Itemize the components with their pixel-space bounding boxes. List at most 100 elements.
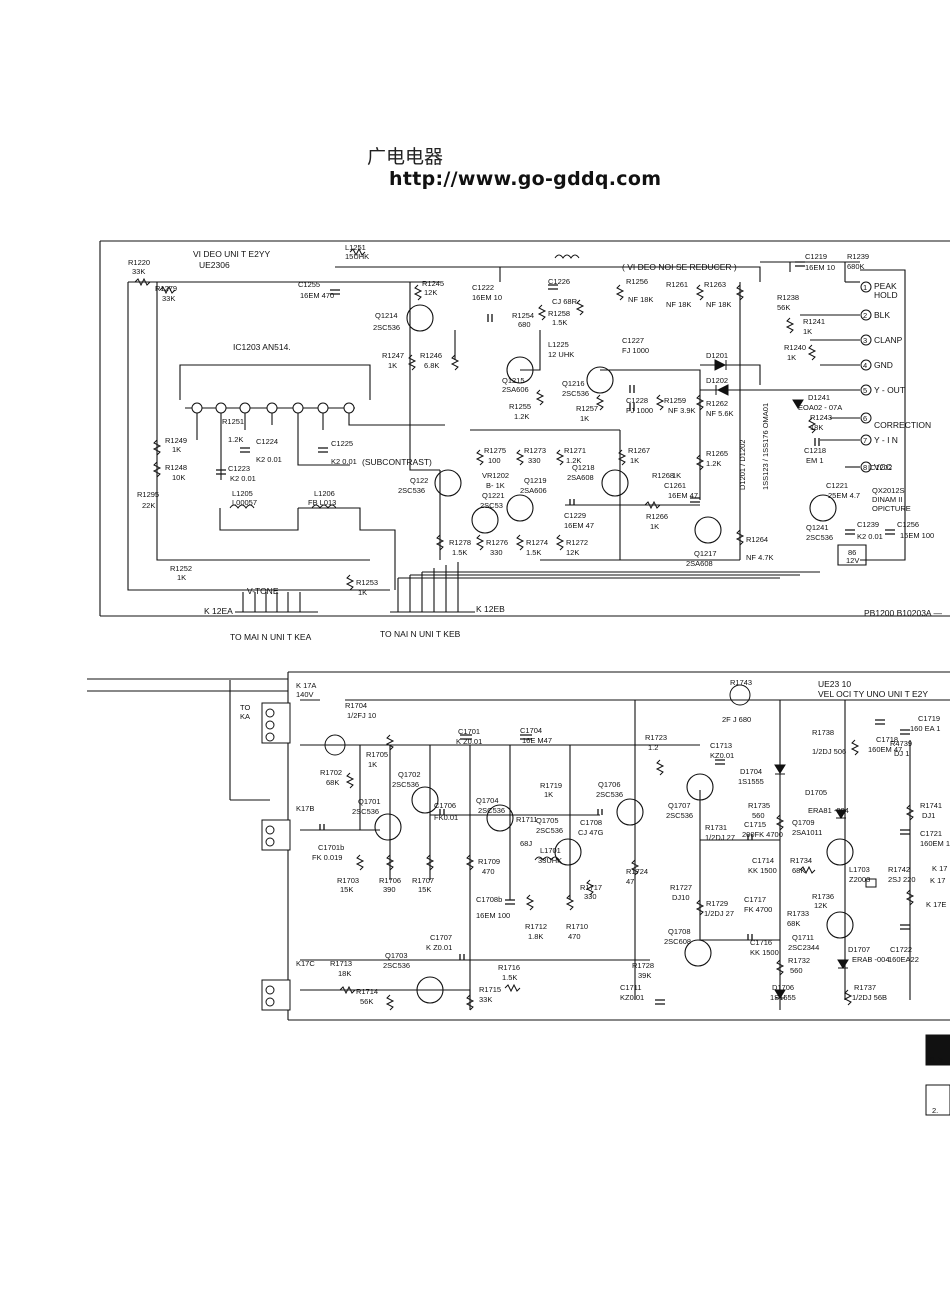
comp-label: R1240 [784, 343, 806, 352]
comp-value: 1K [787, 353, 796, 362]
k17a-label: K 17A [296, 681, 316, 690]
comp-label: R1258 [548, 309, 570, 318]
website-url[interactable]: http://www.go-gddq.com [389, 168, 662, 190]
comp-label: C1226 [548, 277, 570, 286]
noise-reducer-label: ( VI DEO NOI SE REDUCER ) [622, 262, 737, 272]
comp-label: D1706 [772, 983, 794, 992]
comp-value: KK 1500 [750, 948, 779, 957]
comp-value: 2SC53 [480, 501, 503, 510]
comp-value: 2SC608 [664, 937, 691, 946]
comp-value: 330 [528, 456, 541, 465]
comp-label: C1239 [857, 520, 879, 529]
comp-value: 390 [383, 885, 396, 894]
comp-label: L1703 [849, 865, 870, 874]
connector-keb: K 12EB [476, 604, 505, 614]
comp-label: R1731 [705, 823, 727, 832]
comp-value: 200FK 4700 [742, 830, 783, 839]
comp-label: C1715 [744, 820, 766, 829]
comp-label: R1245 [422, 279, 444, 288]
comp-value: KZ0.01 [620, 993, 644, 1002]
comp-value: 1K [650, 522, 659, 531]
k17-right2: K 17 [930, 876, 945, 885]
comp-label: R1254 [512, 311, 534, 320]
comp-label: L1701 [540, 846, 561, 855]
bottom-model: UE23 10 [818, 679, 851, 689]
transistors [374, 304, 854, 1004]
comp-value: 16EM 47 [564, 521, 594, 530]
pin-vcc: VCC [874, 462, 892, 472]
bottom-board-labels: VEL OCI TY UNO UNI T E2Y UE23 10 K 17A 1… [240, 679, 947, 1115]
ic1203-label: IC1203 AN514. [233, 342, 291, 352]
comp-label: Q1704 [476, 796, 499, 805]
comp-label: R1713 [330, 959, 352, 968]
comp-label: Q1702 [398, 770, 421, 779]
comp-label: Q1703 [385, 951, 408, 960]
comp-value: 68K [792, 866, 805, 875]
pin-5-num: 5 [863, 386, 867, 395]
comp-label: R1712 [525, 922, 547, 931]
comp-value: B- 1K [486, 481, 505, 490]
comp-value: 2SA606 [502, 385, 529, 394]
comp-value: NF 4.7K [746, 553, 774, 562]
comp-label: Q1214 [375, 311, 398, 320]
comp-value: 33UHK [538, 856, 562, 865]
comp-label: Q1216 [562, 379, 585, 388]
bottom-component-labels: R1704 1/2FJ 10 R1743 2F J 680 C1719 160 … [312, 678, 950, 1006]
comp-value: 1.8K [528, 932, 543, 941]
comp-value: 2F J 680 [722, 715, 751, 724]
comp-label: R1734 [790, 856, 812, 865]
comp-value: FB L013 [308, 498, 336, 507]
comp-value: 2SC536 [562, 389, 589, 398]
k17c-label: K17C [296, 959, 315, 968]
comp-label: R1267 [628, 446, 650, 455]
comp-value: 1.2 [648, 743, 658, 752]
comp-value: EOA02 - 07A [798, 403, 842, 412]
comp-value: 2SC536 [806, 533, 833, 542]
comp-value: 33K [162, 294, 175, 303]
comp-label: C1222 [472, 283, 494, 292]
comp-value: 160EA22 [888, 955, 919, 964]
comp-value: 15K [340, 885, 353, 894]
comp-value: 2SC2344 [788, 943, 819, 952]
comp-value: NF 5.6K [706, 409, 734, 418]
comp-label: Q1219 [524, 476, 547, 485]
comp-label: R1707 [412, 876, 434, 885]
comp-label: R1735 [748, 801, 770, 810]
diode-vertical-label2: 1SS123 / 1SS176 OMA01 [761, 403, 770, 490]
comp-value: 2SC536 [383, 961, 410, 970]
comp-label: R1247 [382, 351, 404, 360]
comp-label: R1268 [652, 471, 674, 480]
k17a-voltage: 140V [296, 690, 314, 699]
comp-value: 1K [672, 471, 681, 480]
comp-label: Q1705 [536, 816, 559, 825]
comp-value: 12K [424, 288, 437, 297]
box-86: 86 [848, 548, 856, 557]
comp-label: R1709 [478, 857, 500, 866]
comp-value: 2SA606 [520, 486, 547, 495]
comp-value: K Z0.01 [426, 943, 452, 952]
comp-label: R1257 [576, 404, 598, 413]
comp-label: R1736 [812, 892, 834, 901]
ic1202-l2: QX2012S [872, 486, 905, 495]
comp-value: 1K [177, 573, 186, 582]
comp-label: C1701b [318, 843, 344, 852]
comp-label: Q1701 [358, 797, 381, 806]
comp-value: 2SC536 [373, 323, 400, 332]
pin-nodes [191, 281, 872, 473]
comp-label: D1241 [808, 393, 830, 402]
comp-label: R1275 [484, 446, 506, 455]
comp-label: Q1708 [668, 927, 691, 936]
comp-label: R1261 [666, 280, 688, 289]
comp-label: Q1709 [792, 818, 815, 827]
comp-label: R1278 [449, 538, 471, 547]
comp-value: NF 18K [706, 300, 731, 309]
comp-label: R1274 [526, 538, 548, 547]
comp-value: 1.5K [452, 548, 467, 557]
comp-value: K2 0.01 [230, 474, 256, 483]
comp-value: DJ10 [672, 893, 690, 902]
comp-label: D1704 [740, 767, 762, 776]
pin-8-num: 8 [863, 463, 867, 472]
to-ka-1: TO [240, 703, 250, 712]
comp-label: C1722 [890, 945, 912, 954]
